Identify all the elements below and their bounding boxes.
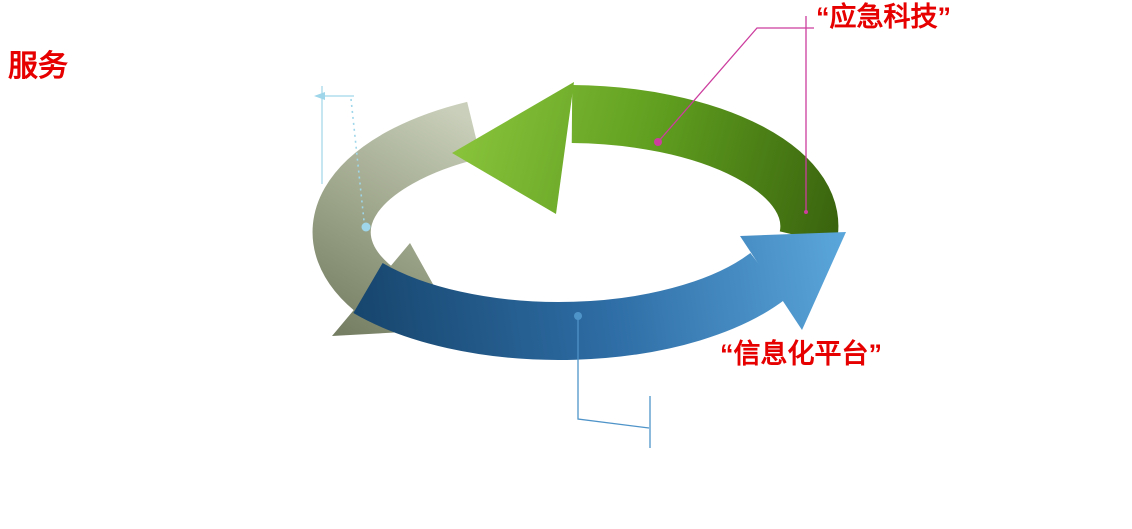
emergency-tech-arrow-shaft xyxy=(571,85,839,245)
emergency-tech-arrow-head xyxy=(452,82,574,214)
info-platform-arrow-head xyxy=(740,232,846,330)
service-callout-arrowhead-icon xyxy=(314,92,325,100)
platform-callout-line xyxy=(577,316,650,429)
info-platform-arrow-shaft xyxy=(353,252,786,360)
platform-callout xyxy=(574,312,651,448)
label-info-platform: “信息化平台” xyxy=(720,339,882,369)
emergency-callout-end-dot xyxy=(804,210,808,214)
service-callout-dashed-line xyxy=(350,98,365,222)
info-platform-arrow xyxy=(353,232,846,360)
label-emergency-tech: “应急科技” xyxy=(816,2,951,32)
service-callout xyxy=(314,86,371,232)
service-arrow-shaft xyxy=(312,101,481,318)
emergency-callout-line xyxy=(657,27,814,143)
emergency-tech-arrow xyxy=(452,82,839,245)
service-callout-dot xyxy=(361,222,371,232)
emergency-callout xyxy=(654,16,814,214)
emergency-callout-dot xyxy=(654,138,662,146)
label-service: 服务 xyxy=(8,50,68,83)
